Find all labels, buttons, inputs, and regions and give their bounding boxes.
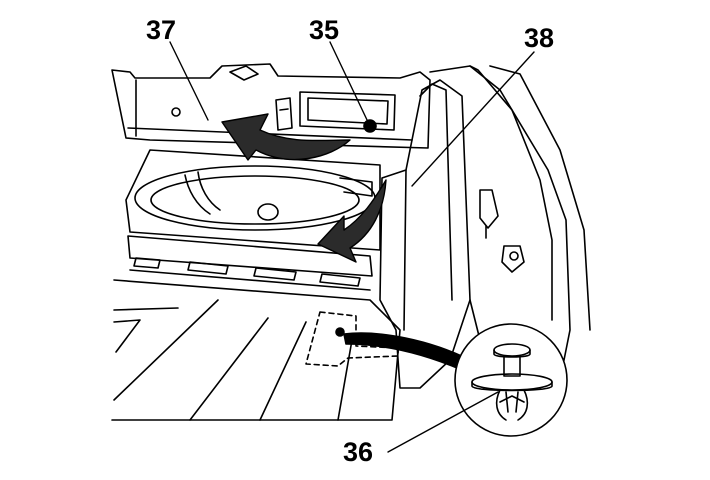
bolt-35 [363, 119, 377, 133]
floor-lip [127, 235, 373, 291]
callout-35: 35 [309, 15, 340, 45]
cargo-floor [111, 279, 401, 421]
removal-arrow-upper [221, 113, 351, 161]
callout-37: 37 [146, 15, 177, 45]
side-trim-panel-38 [379, 79, 471, 389]
pin-location-dashed [305, 311, 399, 367]
magnifier-stem [343, 332, 471, 371]
leader-37 [169, 41, 209, 121]
wall-fastener [171, 107, 181, 117]
rear-wall-panel [111, 63, 431, 149]
magnifier-detail [454, 323, 568, 437]
callout-36: 36 [343, 437, 374, 467]
pin-location-mark [335, 327, 345, 337]
removal-arrow-lower [317, 179, 387, 263]
leader-36 [387, 391, 499, 453]
callout-38: 38 [524, 23, 555, 53]
leader-38 [411, 51, 535, 187]
leader-lines [169, 41, 535, 453]
leader-35 [329, 41, 369, 123]
